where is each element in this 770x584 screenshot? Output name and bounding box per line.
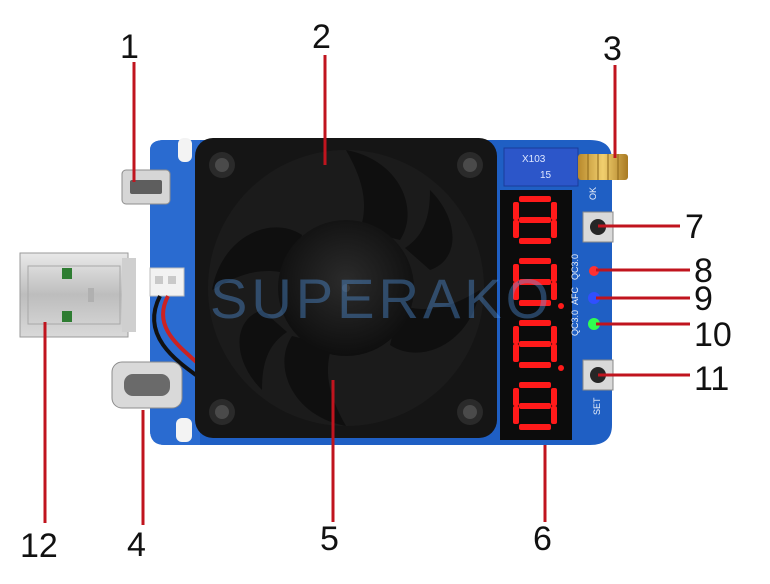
- digit-segment: [519, 217, 551, 223]
- display-digit: [513, 258, 564, 309]
- micro-usb-port: [121, 169, 171, 205]
- seven-segment-display: [500, 190, 572, 440]
- digit-segment: [513, 326, 519, 344]
- cooling-fan: [195, 138, 497, 438]
- leader-lines: [43, 55, 690, 525]
- display-digit: [513, 320, 564, 371]
- digit-segment: [519, 279, 551, 285]
- digit-segment: [551, 202, 557, 220]
- digit-segment: [513, 388, 519, 406]
- led-label-a: QC3.0: [570, 254, 580, 280]
- callout-9: 9: [694, 280, 713, 318]
- callout-6: 6: [533, 520, 552, 558]
- display-digit: [513, 196, 557, 244]
- digit-segment: [513, 202, 519, 220]
- callout-4: 4: [127, 526, 146, 564]
- digit-segment: [551, 406, 557, 424]
- digit-segment: [551, 388, 557, 406]
- digit-segment: [519, 382, 551, 388]
- digit-segment: [519, 238, 551, 244]
- led-label-b: AFC: [570, 286, 580, 305]
- led-label-c: QC3.0: [570, 310, 580, 336]
- callout-11: 11: [694, 360, 729, 398]
- digit-segment: [519, 196, 551, 202]
- digit-segment: [551, 282, 557, 300]
- callout-10: 10: [694, 316, 732, 354]
- watermark: SUPERAKO: [210, 267, 553, 330]
- digit-segment: [513, 282, 519, 300]
- set-button-label: SET: [592, 397, 602, 415]
- digit-segment: [519, 320, 551, 326]
- decimal-point: [558, 303, 564, 309]
- digit-segment: [513, 406, 519, 424]
- digit-segment: [551, 220, 557, 238]
- display-digit: [513, 382, 557, 430]
- digit-segment: [519, 403, 551, 409]
- callout-7: 7: [685, 208, 704, 246]
- callout-8: 8: [694, 252, 713, 290]
- digit-segment: [519, 258, 551, 264]
- ok-button-label: OK: [588, 187, 598, 200]
- callout-12: 12: [20, 527, 58, 565]
- led-blue: AFC: [570, 286, 600, 305]
- digit-segment: [519, 362, 551, 368]
- potentiometer: X103 15: [503, 147, 628, 187]
- callout-labels: 1 2 3 4 5 6 7 8 9 10 11 12: [20, 18, 732, 565]
- digit-segment: [551, 344, 557, 362]
- digit-segment: [551, 264, 557, 282]
- digit-segment: [519, 300, 551, 306]
- callout-5: 5: [320, 520, 339, 558]
- decimal-point: [558, 365, 564, 371]
- digit-segment: [513, 220, 519, 238]
- digit-segment: [519, 424, 551, 430]
- digit-segment: [519, 341, 551, 347]
- digit-segment: [513, 344, 519, 362]
- wire-connector: [149, 267, 207, 380]
- digit-segment: [551, 326, 557, 344]
- pot-marking-2: 15: [540, 170, 552, 181]
- callout-1: 1: [120, 28, 139, 66]
- usb-a-plug: [19, 252, 136, 338]
- pot-marking: X103: [522, 154, 546, 165]
- callout-2: 2: [312, 18, 331, 56]
- led-green: QC3.0: [570, 310, 600, 336]
- usb-c-port: [111, 138, 192, 442]
- callout-3: 3: [603, 30, 622, 68]
- digit-segment: [513, 264, 519, 282]
